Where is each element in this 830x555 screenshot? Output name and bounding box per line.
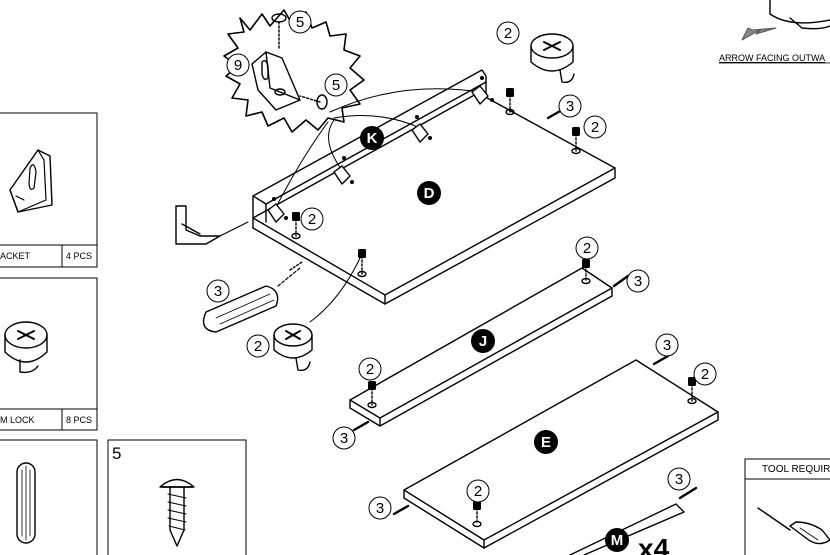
panel-label-E: E [541,434,551,451]
bracket-qty: 4 PCS [66,251,92,261]
callout-9: 9 [234,57,242,74]
multiplier-label: x4 [638,533,670,555]
panel-M [569,486,698,555]
bracket-part-icon [9,149,53,213]
panel-label-M: M [611,532,624,549]
callout-3: 3 [340,430,348,447]
callout-3: 3 [675,471,683,488]
post-markers [272,76,696,510]
callout-3: 3 [634,273,642,290]
leg-bracket-icon [175,205,249,245]
screwdriver-icon [757,507,830,545]
cam-lock-top-icon [530,33,575,84]
callout-5-top: 5 [296,14,304,31]
panel-label-D: D [424,185,435,202]
callout-2: 2 [254,338,262,355]
callout-2: 2 [366,361,374,378]
post-holes [291,94,581,278]
panel-J [349,265,630,432]
callout-2: 2 [308,211,316,228]
callout-2: 2 [701,366,709,383]
screw-part-number: 5 [112,444,121,463]
callout-3: 3 [214,283,222,300]
callout-2: 2 [504,25,512,42]
screw-part-icon [159,478,195,547]
callout-2: 2 [591,119,599,136]
cam-lock-callout-icon [273,257,361,372]
arrow-note: ARROW FACING OUTWA [719,53,825,63]
detail-bubble [223,9,365,133]
dowel-callout-icon [202,267,301,333]
panel-E [392,354,719,549]
callout-5-right: 5 [332,77,340,94]
arrow-hint [741,0,830,41]
callout-2: 2 [474,483,482,500]
panel-D-assembly [252,69,616,305]
panel-label-K: K [367,130,378,147]
cam-lock-name: M LOCK [0,415,35,425]
callout-2: 2 [583,240,591,257]
callout-3: 3 [663,337,671,354]
cam-lock-qty: 8 PCS [66,415,92,425]
tool-box [744,458,830,555]
tool-box-title: TOOL REQUIR [762,464,830,475]
panel-label-J: J [479,333,487,350]
parts-list [0,112,247,555]
callout-3: 3 [566,98,574,115]
dowel-part-icon [16,462,36,544]
callout-3: 3 [376,500,384,517]
bracket-name: ACKET [0,251,31,261]
callouts [206,10,717,520]
cam-lock-part-icon [4,321,48,374]
